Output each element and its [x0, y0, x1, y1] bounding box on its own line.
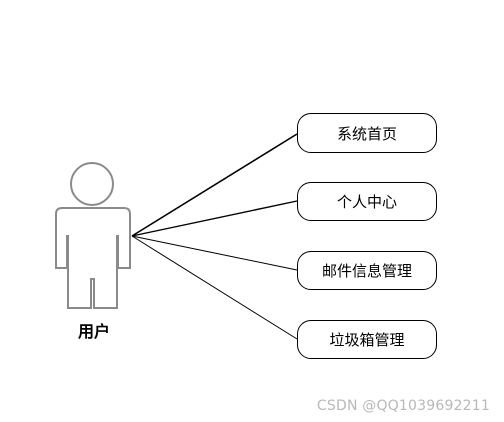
watermark: CSDN @QQ1039692211	[316, 398, 490, 414]
association-line-mail-management	[131, 235, 298, 271]
association-line-home	[131, 133, 298, 237]
association-line-trash-management	[131, 235, 298, 340]
actor-label: 用户	[77, 322, 110, 341]
association-line-personal-center	[131, 200, 298, 237]
actor-body	[55, 207, 131, 309]
use-case-trash-management[interactable]: 垃圾箱管理	[297, 320, 437, 359]
actor-head	[70, 162, 114, 206]
actor-figure	[55, 162, 131, 309]
use-case-mail-management[interactable]: 邮件信息管理	[297, 251, 437, 290]
use-case-personal-center[interactable]: 个人中心	[297, 182, 437, 221]
use-case-home[interactable]: 系统首页	[297, 113, 437, 153]
